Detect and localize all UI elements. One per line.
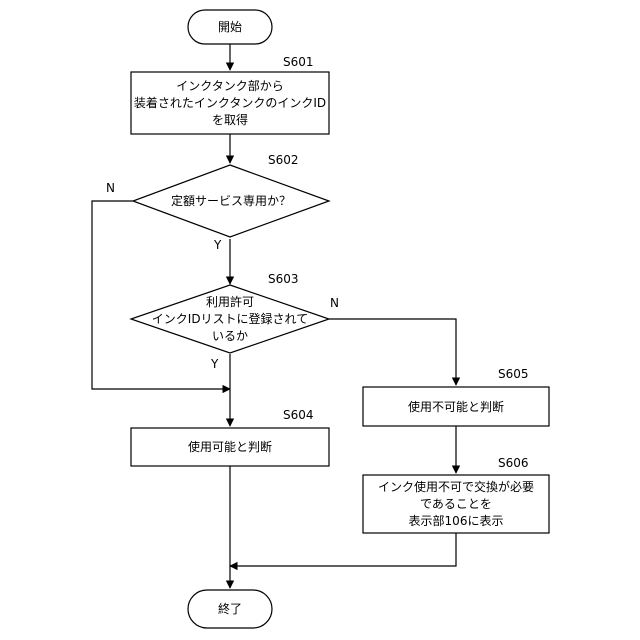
edge-s603-no-to-s605 <box>329 319 456 385</box>
s601-line-2: 装着されたインクタンクのインクID <box>134 95 326 110</box>
s602-no-label: N <box>106 181 115 195</box>
s603-line-1: 利用許可 <box>206 295 254 309</box>
s606-line-1: インク使用不可で交換が必要 <box>378 479 534 494</box>
s602-step-id: S602 <box>268 153 299 167</box>
s606-line-2: であることを <box>420 497 492 511</box>
s605-line-1: 使用不可能と判断 <box>408 399 504 414</box>
s602-yes-label: Y <box>213 238 222 252</box>
end-label: 終了 <box>218 601 242 616</box>
s604-step-id: S604 <box>283 408 314 422</box>
s603-no-label: N <box>330 296 339 310</box>
s603-line-2: インクIDリストに登録されて <box>152 311 308 326</box>
s602-line-1: 定額サービス専用か？ <box>171 193 291 208</box>
s606-line-3: 表示部106に表示 <box>409 513 504 528</box>
s601-line-1: インクタンク部から <box>176 78 284 93</box>
s603-step-id: S603 <box>268 272 299 286</box>
s603-line-3: いるか <box>212 329 248 343</box>
s603-yes-label: Y <box>210 357 219 371</box>
s601-step-id: S601 <box>283 55 314 69</box>
s605-step-id: S605 <box>498 367 529 381</box>
step-s603: 利用許可 インクIDリストに登録されて いるか S603 N Y <box>131 272 339 371</box>
start-terminal: 開始 <box>188 10 272 44</box>
s606-step-id: S606 <box>498 456 529 470</box>
step-s602: 定額サービス専用か？ S602 N Y <box>106 153 329 252</box>
s604-line-1: 使用可能と判断 <box>188 439 272 454</box>
end-terminal: 終了 <box>188 590 272 628</box>
edge-s606-to-end <box>230 533 456 566</box>
start-label: 開始 <box>218 20 242 34</box>
s601-line-3: を取得 <box>212 112 248 127</box>
